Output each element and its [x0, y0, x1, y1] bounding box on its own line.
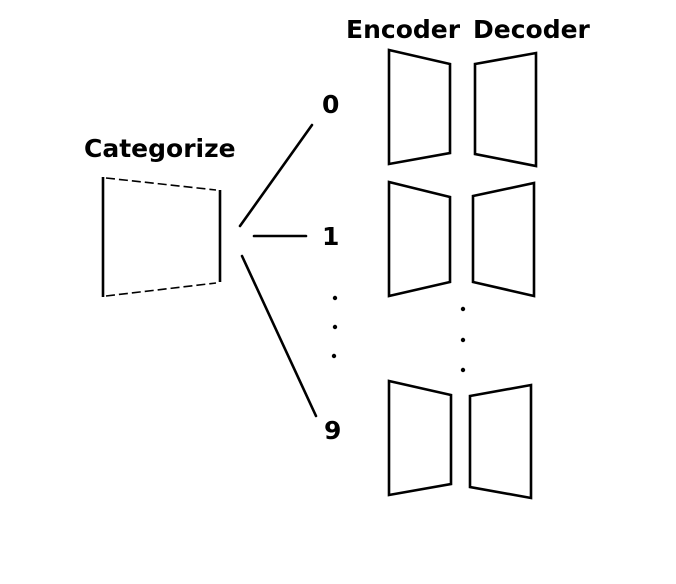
- decoder-1: [471, 181, 536, 298]
- branch-label-1: 1: [322, 222, 339, 251]
- categorize-trapezoid: [101, 177, 222, 297]
- routing-lines: [238, 123, 318, 418]
- decoder-0: [473, 51, 538, 168]
- branch-label-9: 9: [324, 416, 341, 445]
- encoder-label: Encoder: [346, 15, 461, 44]
- route-line-9: [240, 254, 318, 418]
- label-ellipsis: [331, 295, 338, 359]
- model-ellipsis: [460, 306, 466, 373]
- decoder-9: [468, 383, 533, 500]
- branch-label-0: 0: [322, 90, 339, 119]
- encoder-1: [387, 180, 452, 298]
- categorize-label: Categorize: [84, 134, 236, 163]
- encoder-9: [387, 379, 453, 497]
- route-line-0: [238, 123, 314, 228]
- decoder-label: Decoder: [473, 15, 591, 44]
- encoder-0: [387, 48, 452, 166]
